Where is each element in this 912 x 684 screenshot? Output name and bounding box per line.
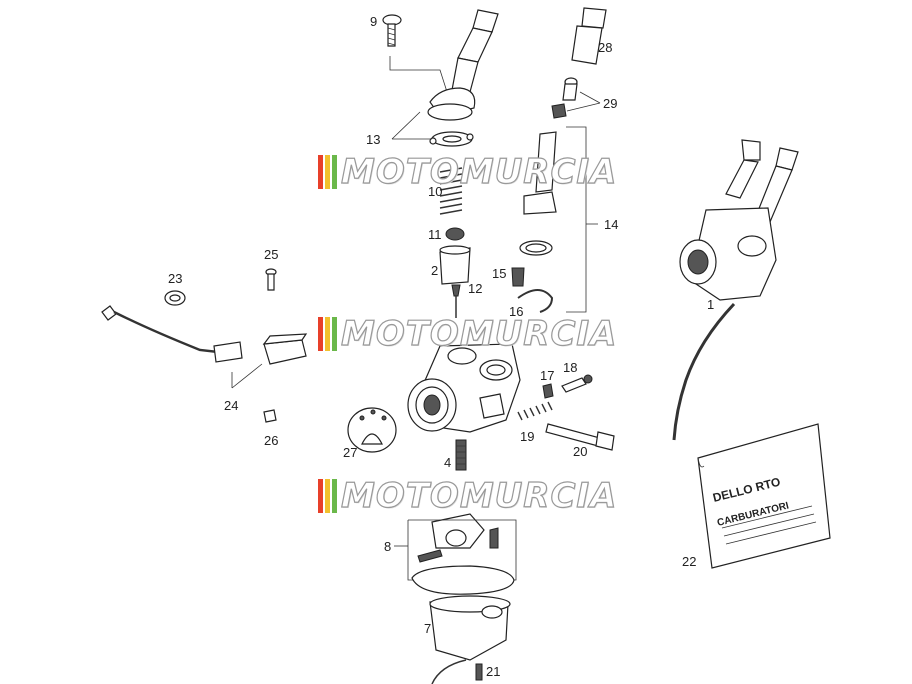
callout-22: 22 (682, 554, 696, 569)
callout-21: 21 (486, 664, 500, 679)
callout-29: 29 (603, 96, 617, 111)
callout-8: 8 (384, 539, 391, 554)
callout-11: 11 (428, 227, 442, 242)
part-carburetor-body (407, 343, 521, 433)
callout-25: 25 (264, 247, 278, 262)
callout-20: 20 (573, 444, 587, 459)
part-14-starter-assembly (519, 131, 557, 256)
part-float-bowl-gasket (411, 565, 515, 595)
part-13-gasket (429, 131, 474, 147)
part-28-cable-boot (571, 7, 607, 65)
watermark-top: MOTOMURCIA (318, 151, 618, 193)
callout-1: 1 (707, 297, 714, 312)
part-27-diaphragm (347, 407, 397, 453)
callout-12: 12 (468, 281, 482, 296)
callout-23: 23 (168, 271, 182, 286)
part-1-assembled-carburetor (672, 139, 799, 441)
callout-15: 15 (492, 266, 506, 281)
callout-2: 2 (431, 263, 438, 278)
watermark-text: MOTOMURCIA (340, 475, 618, 516)
watermark-bottom: MOTOMURCIA (318, 475, 618, 517)
part-19-spring (517, 401, 553, 421)
watermark-text: MOTOMURCIA (340, 151, 618, 192)
watermark-logo-bars (318, 317, 337, 351)
part-18-idle-screw (561, 374, 593, 393)
watermark-logo-bars (318, 479, 337, 513)
part-12-needle (451, 284, 461, 318)
part-26-clip (263, 409, 277, 423)
callout-24: 24 (224, 398, 238, 413)
part-10-spring (439, 167, 463, 215)
callout-18: 18 (563, 360, 577, 375)
part-20-adjust-screw (545, 423, 615, 451)
part-4-main-jet (455, 439, 467, 471)
part-2-throttle-valve (439, 245, 471, 285)
part-11-retainer (445, 227, 465, 241)
part-7-float-bowl (429, 595, 511, 684)
part-17-spring (542, 383, 554, 399)
part-8-float (417, 513, 499, 563)
callout-10: 10 (428, 184, 442, 199)
callout-27: 27 (343, 445, 357, 460)
watermark-logo-bars (318, 155, 337, 189)
callout-7: 7 (424, 621, 431, 636)
callout-4: 4 (444, 455, 451, 470)
callout-9: 9 (370, 14, 377, 29)
part-25-screw (265, 268, 277, 291)
callout-19: 19 (520, 429, 534, 444)
watermark-middle: MOTOMURCIA (318, 313, 618, 355)
callout-13: 13 (366, 132, 380, 147)
part-24-heater-wire (101, 305, 308, 365)
part-29-adjuster (551, 77, 578, 119)
watermark-text: MOTOMURCIA (340, 313, 618, 354)
callout-28: 28 (598, 40, 612, 55)
callout-16: 16 (509, 304, 523, 319)
callout-17: 17 (540, 368, 554, 383)
part-23-clamp (164, 290, 186, 306)
part-15-jet (511, 267, 525, 287)
part-9-screw (382, 14, 402, 47)
callout-26: 26 (264, 433, 278, 448)
part-22-jet-kit-bag: DELLO RTO CARBURATORI (697, 423, 831, 569)
part-21-screw (475, 663, 483, 681)
part-throttle-cable-tube (427, 9, 499, 121)
callout-14: 14 (604, 217, 618, 232)
part-16-clip (517, 289, 554, 313)
